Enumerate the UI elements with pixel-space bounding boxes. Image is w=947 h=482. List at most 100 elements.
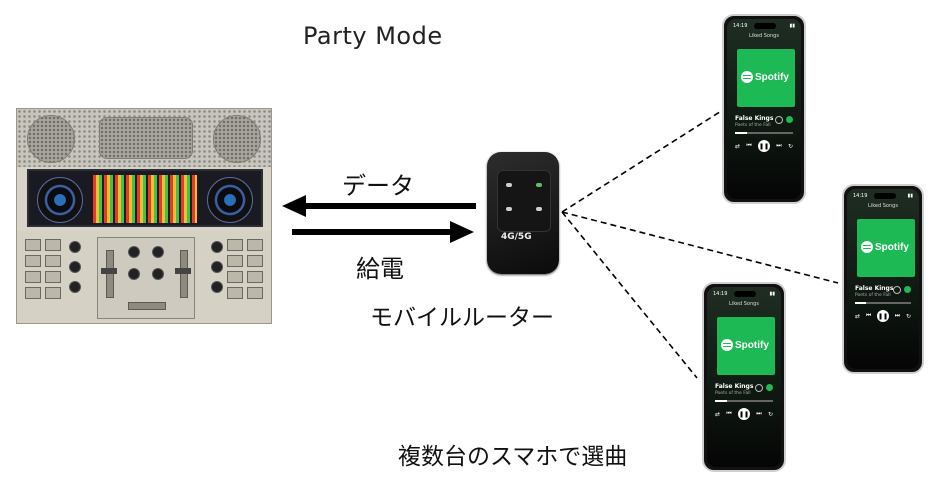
progress-bar [855,302,911,304]
pad-button [227,255,243,267]
mobile-router-image: 4G/5G [487,152,559,274]
status-bar: 14:19 ▮▮ [853,193,913,199]
pad-button [25,271,41,283]
playback-controls: ⇄ ⏮ ❚❚ ⏭ ↻ [855,310,911,322]
knob [211,241,223,253]
spotify-icon [721,339,733,351]
liked-check-icon [766,384,773,391]
wifi-link-phone-3 [561,211,698,379]
knob [152,268,164,280]
pad-button [247,271,263,283]
clock: 14:19 [733,23,748,29]
track-title: False Kings [715,383,754,390]
spotify-wordmark: Spotify [755,71,789,83]
fader-cap [175,268,191,274]
spotify-logo: Spotify [861,241,909,253]
router-label: モバイルルーター [370,305,554,331]
pad-button [25,255,41,267]
progress-bar [715,400,773,402]
spotify-logo: Spotify [741,71,789,83]
track-artist: Poets of the Fall [715,391,751,396]
spotify-icon [741,71,753,83]
playback-controls: ⇄ ⏮ ❚❚ ⏭ ↻ [735,140,793,152]
dj-display [27,169,263,227]
progress-bar [735,132,793,134]
diagram-title: Party Mode [303,22,443,50]
remove-icon [775,116,783,124]
previous-icon: ⏮ [865,312,872,319]
liked-check-icon [786,116,793,123]
dynamic-island [874,193,896,199]
waveform-display [93,175,197,223]
album-art: Spotify [717,317,775,375]
knob [69,261,81,273]
knob [211,261,223,273]
liked-check-icon [904,286,911,293]
pause-icon: ❚❚ [758,140,770,152]
knob [69,241,81,253]
status-icons: ▮▮ [769,291,775,297]
track-artist: Poets of the Fall [735,123,771,128]
wifi-link-phone-2 [561,211,839,284]
spotify-wordmark: Spotify [735,339,769,351]
pause-icon: ❚❚ [738,408,750,420]
dynamic-island [734,291,756,297]
next-icon: ⏭ [894,312,901,319]
data-arrowhead [282,195,306,217]
crossfader [128,302,166,310]
clock: 14:19 [713,291,728,297]
status-icons: ▮▮ [789,23,795,29]
multi-phone-select-label: 複数台のスマホで選曲 [398,444,628,470]
pad-button [25,287,41,299]
pad-button [247,287,263,299]
repeat-icon: ↻ [767,410,773,418]
pad-button [45,239,61,251]
left-jog-wheel-display [37,177,83,223]
track-title: False Kings [735,115,774,122]
pad-button [247,239,263,251]
playlist-name: Liked Songs [729,301,759,307]
status-bar: 14:19 ▮▮ [733,23,795,29]
knob [128,246,140,258]
wifi-link-phone-1 [561,107,727,213]
status-icons: ▮▮ [907,193,913,199]
spotify-wordmark: Spotify [875,241,909,253]
speaker-grille [17,109,271,167]
spotify-logo: Spotify [721,339,769,351]
spotify-screen: 14:19▮▮ Liked Songs Spotify False Kings … [707,287,781,467]
left-speaker [27,115,75,163]
dynamic-island [754,23,776,29]
spotify-icon [861,241,873,253]
data-label: データ [342,172,414,200]
status-bar: 14:19 ▮▮ [713,291,775,297]
knob [152,246,164,258]
playlist-name: Liked Songs [868,203,898,209]
album-art: Spotify [737,49,795,107]
shuffle-icon: ⇄ [855,312,861,320]
pause-icon: ❚❚ [877,310,889,322]
channel-fader [180,250,188,298]
album-art: Spotify [857,219,915,277]
next-icon: ⏭ [776,142,782,149]
previous-icon: ⏮ [726,410,732,417]
battery-icon [536,207,542,211]
pad-button [247,255,263,267]
pad-button [227,287,243,299]
track-artist: Poets of the Fall [855,293,891,298]
smartphone-3: 14:19▮▮ Liked Songs Spotify False Kings … [702,282,786,472]
fader-cap [101,268,117,274]
next-icon: ⏭ [756,410,762,417]
clock: 14:19 [853,193,868,199]
previous-icon: ⏮ [746,142,752,149]
power-label: 給電 [356,255,404,283]
repeat-icon: ↻ [905,312,911,320]
wifi-icon [506,207,512,211]
pad-button [227,271,243,283]
track-title: False Kings [855,285,894,292]
channel-fader [106,250,114,298]
knob [128,268,140,280]
remove-icon [893,286,901,294]
spotify-screen: 14:19▮▮ Liked Songs Spotify False Kings … [847,189,919,369]
knob [69,281,81,293]
